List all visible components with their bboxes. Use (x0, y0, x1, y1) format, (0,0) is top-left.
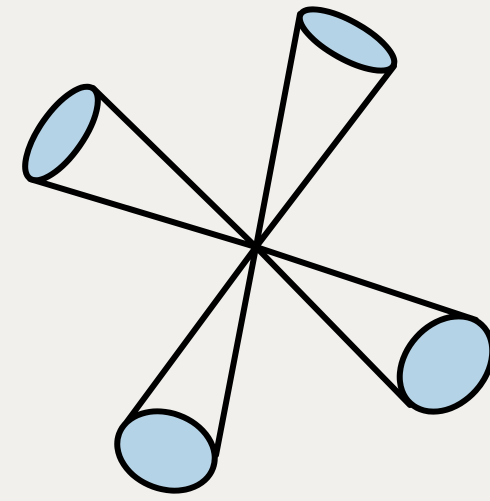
four-cones-diagram (0, 0, 490, 501)
diagram-background (0, 0, 490, 501)
diagram-canvas (0, 0, 490, 501)
